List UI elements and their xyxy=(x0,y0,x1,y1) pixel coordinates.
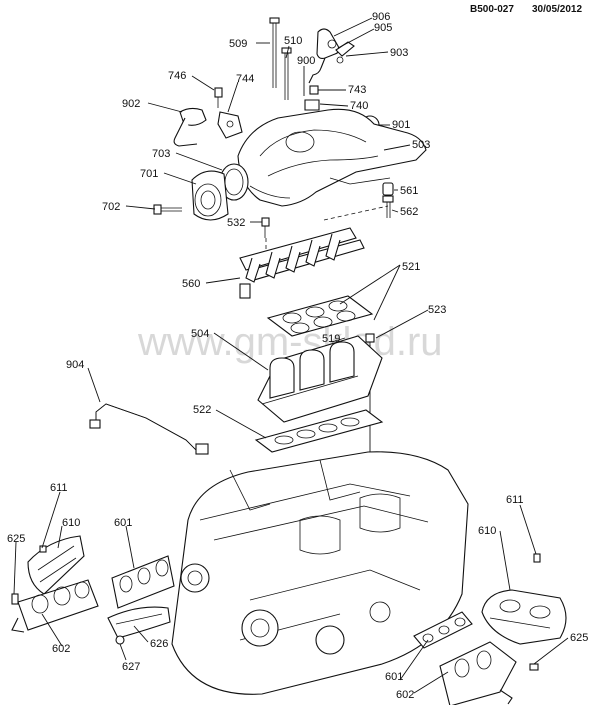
upper-gasket xyxy=(266,295,374,337)
right-heat-shield xyxy=(481,589,567,645)
diagram-code: B500-027 xyxy=(470,4,514,15)
left-exhaust-manifold xyxy=(11,579,99,633)
callout-626: 626 xyxy=(150,638,168,650)
callout-627: 627 xyxy=(122,661,140,673)
callout-611-left: 611 xyxy=(50,482,68,494)
callout-625-right: 625 xyxy=(570,632,588,644)
callout-701: 701 xyxy=(140,168,158,180)
upper-intake-manifold xyxy=(237,108,427,207)
callout-611-right: 611 xyxy=(506,494,524,506)
lower-gasket xyxy=(254,409,384,453)
callout-903: 903 xyxy=(390,47,408,59)
fuel-rail-bolt xyxy=(261,217,270,238)
long-bolts xyxy=(269,17,292,100)
callout-523: 523 xyxy=(428,304,446,316)
callout-602-left: 602 xyxy=(52,643,70,655)
vent-tube xyxy=(89,403,209,455)
callout-610-right: 610 xyxy=(478,525,496,537)
fuel-rail-injectors xyxy=(239,227,365,299)
callout-504: 504 xyxy=(191,328,209,340)
callout-906: 906 xyxy=(372,11,390,23)
callout-904: 904 xyxy=(66,359,84,371)
callout-509: 509 xyxy=(229,38,247,50)
throttle-body xyxy=(191,163,249,221)
callout-744: 744 xyxy=(236,73,254,85)
throttle-bolt xyxy=(153,204,182,215)
callout-562: 562 xyxy=(400,206,418,218)
callout-602-right: 602 xyxy=(396,689,414,701)
sensor-bracket-group xyxy=(173,87,243,147)
callout-901: 901 xyxy=(392,119,410,131)
left-manifold-gasket xyxy=(111,555,175,609)
pcv-hose-assembly xyxy=(308,28,355,84)
callout-743: 743 xyxy=(348,84,366,96)
callout-labels: 906 905 903 509 510 900 746 744 743 902 … xyxy=(7,11,588,701)
callout-902: 902 xyxy=(122,98,140,110)
callout-702: 702 xyxy=(102,201,120,213)
left-small-fasteners xyxy=(11,545,125,645)
callout-625-left: 625 xyxy=(7,533,25,545)
right-manifold-gasket xyxy=(413,611,473,649)
diagram-header: B500-027 30/05/2012 xyxy=(470,4,582,15)
engine-block xyxy=(171,451,469,695)
diagram-date: 30/05/2012 xyxy=(532,4,582,15)
callout-503: 503 xyxy=(412,139,430,151)
callout-532: 532 xyxy=(227,217,245,229)
callout-905: 905 xyxy=(374,22,392,34)
callout-510: 510 xyxy=(284,35,302,47)
callout-900: 900 xyxy=(297,55,315,67)
callout-519: 519 xyxy=(322,333,340,345)
left-lower-heat-shield xyxy=(107,606,171,639)
callout-560: 560 xyxy=(182,278,200,290)
callout-740: 740 xyxy=(350,100,368,112)
callout-521: 521 xyxy=(402,261,420,273)
callout-610-left: 610 xyxy=(62,517,80,529)
leader-lines xyxy=(13,17,569,694)
right-exhaust-manifold xyxy=(439,641,517,705)
lower-intake-manifold xyxy=(257,335,383,423)
callout-601-left: 601 xyxy=(114,517,132,529)
fuel-rail-fittings xyxy=(382,182,394,218)
callout-746: 746 xyxy=(168,70,186,82)
callout-522: 522 xyxy=(193,404,211,416)
callout-703: 703 xyxy=(152,148,170,160)
callout-601-right: 601 xyxy=(385,671,403,683)
callout-561: 561 xyxy=(400,185,418,197)
